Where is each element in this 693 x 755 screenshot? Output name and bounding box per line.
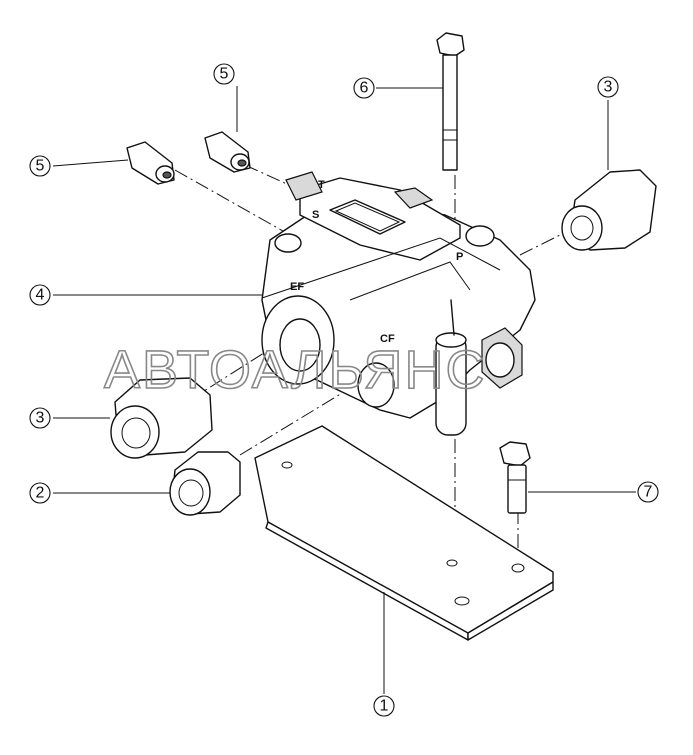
callout-1: 1 bbox=[373, 695, 395, 717]
valve-body: T S P EF CF bbox=[261, 171, 536, 436]
callout-3-right: 3 bbox=[597, 76, 619, 98]
svg-text:1: 1 bbox=[380, 698, 389, 715]
callout-5-lower: 5 bbox=[29, 155, 51, 177]
svg-text:6: 6 bbox=[360, 80, 369, 97]
svg-text:5: 5 bbox=[220, 66, 229, 83]
engraving-cf: CF bbox=[380, 333, 395, 345]
small-fitting-lower bbox=[126, 141, 175, 185]
watermark-text: АВТОАЛЬЯНС bbox=[104, 340, 486, 400]
svg-text:5: 5 bbox=[36, 158, 45, 175]
medium-fitting bbox=[169, 451, 241, 516]
callout-4: 4 bbox=[29, 284, 51, 306]
callout-7: 7 bbox=[637, 481, 659, 503]
svg-text:4: 4 bbox=[36, 287, 45, 304]
mounting-bracket-plate bbox=[254, 425, 554, 641]
engraving-s: S bbox=[312, 209, 319, 221]
callout-6: 6 bbox=[353, 77, 375, 99]
engraving-ef: EF bbox=[290, 281, 304, 293]
small-fitting-upper bbox=[204, 131, 251, 173]
callout-5-upper: 5 bbox=[213, 63, 235, 85]
callout-2: 2 bbox=[29, 482, 51, 504]
leader-lines bbox=[52, 86, 636, 694]
engraving-p: P bbox=[456, 251, 463, 263]
svg-text:3: 3 bbox=[604, 79, 613, 96]
large-fitting-left bbox=[110, 377, 213, 459]
short-bolt bbox=[499, 441, 531, 514]
long-bolt bbox=[436, 32, 465, 171]
svg-text:2: 2 bbox=[36, 485, 45, 502]
svg-text:7: 7 bbox=[644, 484, 653, 501]
callout-3-left: 3 bbox=[29, 407, 51, 429]
svg-text:3: 3 bbox=[36, 410, 45, 427]
engraving-t: T bbox=[318, 179, 325, 191]
large-fitting-right bbox=[561, 169, 657, 251]
